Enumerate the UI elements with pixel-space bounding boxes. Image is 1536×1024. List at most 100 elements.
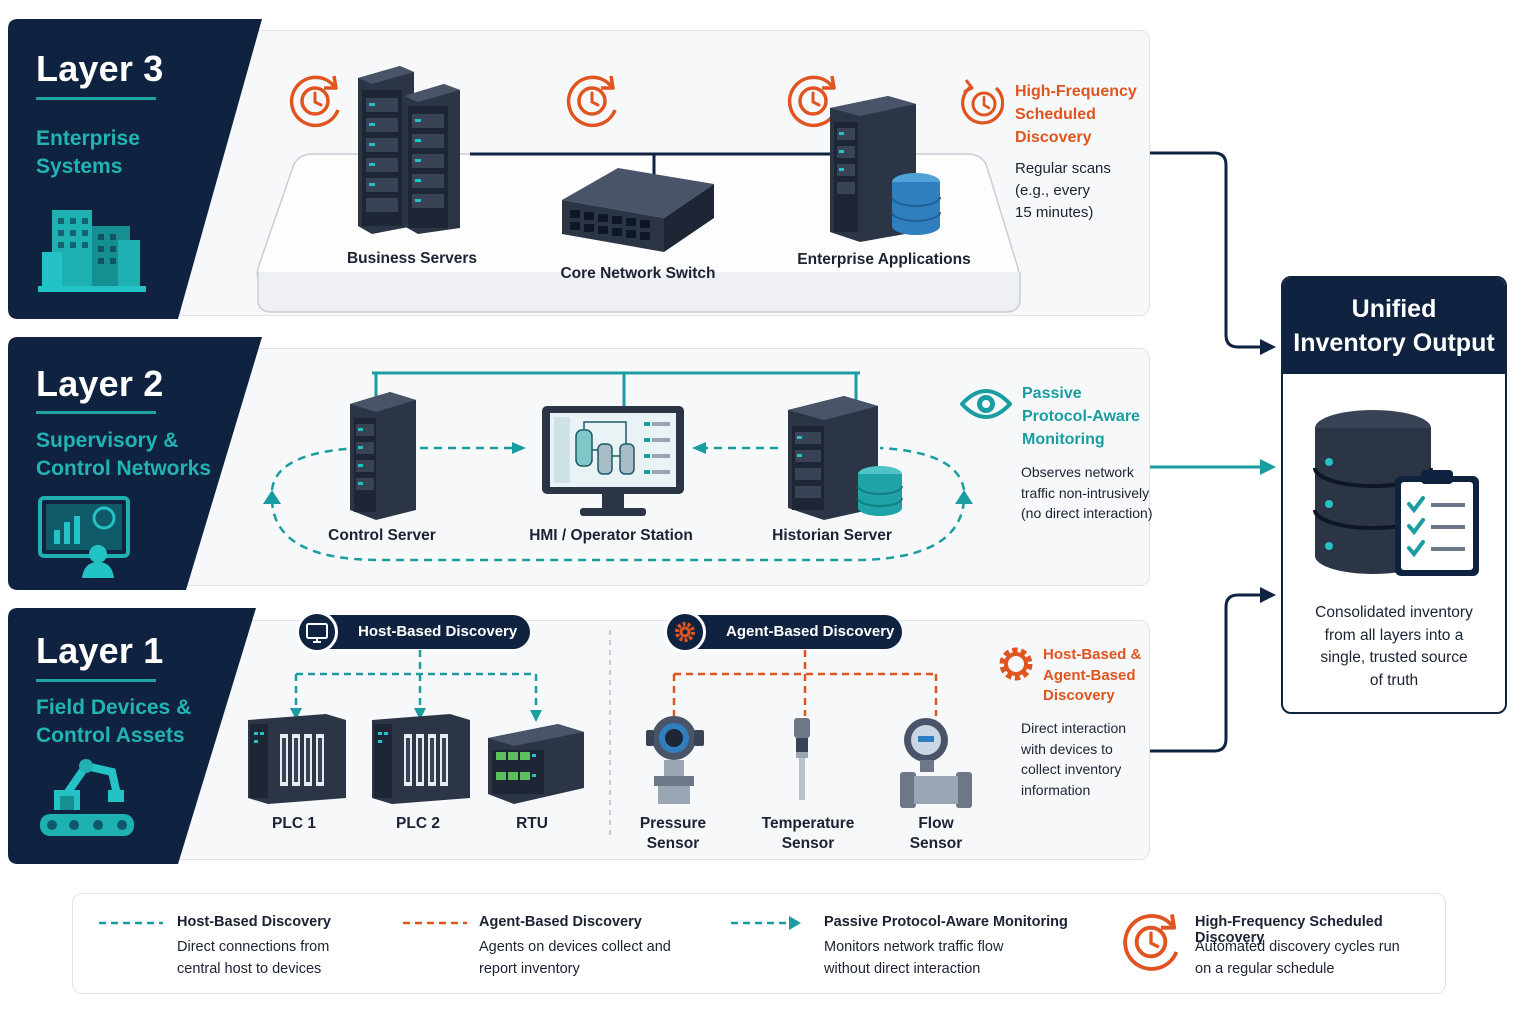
layer3-method-title: High-Frequency Scheduled Discovery [1015,80,1137,149]
output-desc-line: of truth [1369,671,1419,689]
pill-icon-ring [296,611,338,653]
enterprise-apps-icon [830,96,941,242]
layer2-subtitle: Supervisory & Control Networks [36,427,211,483]
layer1-subtitle: Field Devices & Control Assets [36,694,191,750]
method-desc-line: Regular scans [1015,160,1111,177]
sensor-label-line: Pressure [639,815,707,832]
temperature-sensor-icon [794,718,810,800]
legend-desc-line: Automated discovery cycles run [1195,939,1400,955]
clock-cycle-icon [787,75,838,128]
control-server-icon [350,392,416,520]
plc-1-icon [248,714,346,804]
sensor-label-line: Sensor [909,835,963,852]
host-pill-label: Host-Based Discovery [358,623,518,640]
output-title-line: Inventory Output [1293,329,1495,357]
gear-icon [675,622,695,642]
legend-agent-desc: Agents on devices collect and report inv… [479,936,671,980]
legend-agent-title: Agent-Based Discovery [479,914,642,930]
layer2-subtitle-line: Supervisory & [36,429,179,452]
method-title-line: Discovery [1043,687,1115,704]
legend-passive-title: Passive Protocol-Aware Monitoring [824,914,1068,930]
method-title-line: Host-Based & [1043,646,1142,663]
method-desc-line: traffic non-intrusively [1021,484,1150,501]
flow-sensor-label: Flow Sensor [881,814,991,854]
pressure-sensor-icon [646,716,704,804]
buildings-icon [38,210,146,292]
output-title-line: Unified [1351,295,1437,323]
clock-cycle-icon [289,75,340,128]
method-desc-line: 15 minutes) [1015,204,1094,221]
method-desc-line: with devices to [1021,740,1113,757]
legend-scheduled-desc: Automated discovery cycles run on a regu… [1195,936,1400,980]
pressure-sensor-label: Pressure Sensor [618,814,728,854]
plc-2-icon [372,714,470,804]
layer2-method-title: Passive Protocol-Aware Monitoring [1022,382,1140,451]
layer1-title: Layer 1 [36,630,164,671]
legend-desc-line: without direct interaction [824,961,981,977]
enterprise-apps-label: Enterprise Applications [797,251,971,268]
historian-server-icon [788,396,903,520]
plc-1-label: PLC 1 [272,815,316,832]
method-desc-line: Direct interaction [1021,720,1127,736]
method-title-line: Protocol-Aware [1022,408,1140,425]
layer1-method-desc: Direct interaction with devices to colle… [1021,718,1126,800]
flow-sensor-icon [900,718,972,808]
host-based-discovery-pill: Host-Based Discovery [296,611,530,653]
layer2-title-rule [36,411,156,414]
method-desc-line: (e.g., every [1015,182,1091,199]
unified-inventory-output-card: Unified Inventory Output Consolidated in… [1281,276,1507,714]
layer1-subtitle-line: Control Assets [36,724,185,747]
sensor-label-line: Temperature [761,815,855,832]
pill-icon-ring [664,611,706,653]
output-desc-line: from all layers into a [1324,626,1464,644]
historian-server-label: Historian Server [772,527,892,544]
legend-desc-line: Agents on devices collect and [479,939,671,955]
legend-desc-line: on a regular schedule [1195,961,1335,977]
teal-dashed-arrow-icon [731,916,801,930]
business-servers-label: Business Servers [346,250,478,267]
gear-icon [999,647,1033,681]
sensor-label-line: Sensor [646,835,700,852]
passive-monitoring-loop [263,442,973,562]
layer3-subtitle: Enterprise Systems [36,125,140,181]
method-desc-line: Observes network [1021,464,1134,480]
layer3-title: Layer 3 [36,48,164,89]
clock-cycle-icon [566,75,617,128]
legend-passive-desc: Monitors network traffic flow without di… [824,936,1003,980]
rtu-label: RTU [516,815,548,832]
legend-desc-line: Monitors network traffic flow [824,939,1004,955]
layer2-subtitle-line: Control Networks [36,457,212,480]
database-checklist-icon [1313,410,1479,576]
layer2-title: Layer 2 [36,363,164,404]
method-title-line: Passive [1022,385,1082,402]
legend-desc-line: Direct connections from [177,939,330,955]
legend: Host-Based Discovery Direct connections … [72,893,1446,994]
method-title-line: Scheduled [1015,106,1096,123]
layer1-divider [609,630,611,838]
control-server-label: Control Server [328,527,436,544]
network-switch-icon [562,168,714,252]
method-desc-line: collect inventory [1021,761,1122,777]
host-discovery-connectors [290,650,542,722]
method-title-line: Agent-Based [1043,666,1136,684]
layer3-subtitle-line: Systems [36,155,123,178]
agent-discovery-connectors [672,650,938,716]
hmi-station-icon [542,406,684,516]
legend-desc-line: report inventory [479,961,580,977]
method-title-line: Monitoring [1022,431,1105,448]
orange-dashed-line-icon [403,921,467,925]
teal-dashed-line-icon [99,921,163,925]
agent-based-discovery-pill: Agent-Based Discovery [664,611,902,653]
layer3-subtitle-line: Enterprise [36,127,140,150]
control-monitor-icon [38,496,130,578]
eye-icon [960,389,1012,419]
method-title-line: Discovery [1015,129,1092,146]
method-desc-line: information [1021,781,1091,798]
layer3-method-desc: Regular scans (e.g., every 15 minutes) [1015,158,1111,224]
layer1-title-rule [36,679,156,682]
layer1-subtitle-line: Field Devices & [36,696,192,719]
sensor-label-line: Flow [918,815,954,832]
sensor-label-line: Sensor [781,835,835,852]
clock-cycle-icon [961,79,1004,125]
